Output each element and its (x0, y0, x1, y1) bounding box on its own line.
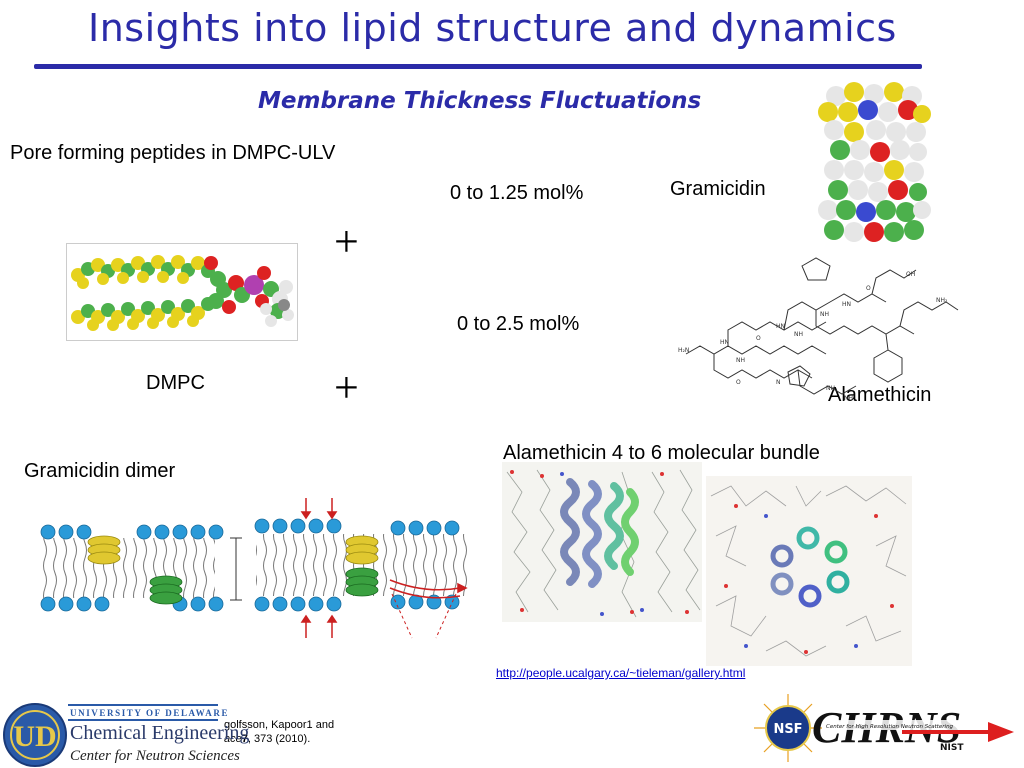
chrns-subtitle: Center for High Resolution Neutron Scatt… (826, 724, 954, 730)
svg-text:O: O (756, 335, 761, 342)
svg-text:HN: HN (776, 323, 785, 330)
svg-text:HN: HN (842, 301, 851, 308)
svg-text:NH: NH (826, 385, 835, 392)
ud-seal-icon: UD (3, 703, 67, 767)
alamethicin-bundle-top-view (706, 476, 912, 666)
ud-letters: UD (13, 720, 56, 753)
svg-text:NH: NH (820, 311, 829, 318)
gramicidin-dimer-schematic (40, 498, 468, 639)
svg-text:H₂N: H₂N (678, 347, 689, 354)
svg-text:OH: OH (906, 271, 915, 278)
gramicidin-dimer-label: Gramicidin dimer (24, 460, 176, 482)
udel-department: Chemical Engineering (70, 722, 250, 744)
slide-subtitle: Membrane Thickness Fluctuations (258, 88, 702, 114)
alamethicin-label: Alamethicin (828, 384, 932, 406)
chrns-logo: NSF CHRNS Center for High Resolution Neu… (754, 694, 1014, 762)
svg-text:HN: HN (720, 339, 729, 346)
udel-university-name: UNIVERSITY OF DELAWARE (70, 708, 230, 718)
udel-rule-top (68, 704, 218, 706)
alamethicin-bundle-label: Alamethicin 4 to 6 molecular bundle (503, 442, 820, 464)
udel-center: Center for Neutron Sciences (70, 748, 240, 764)
plus-sign-1: + (334, 217, 359, 266)
tieleman-gallery-link[interactable]: http://people.ucalgary.ca/~tieleman/gall… (496, 666, 746, 680)
plus-sign-2: + (334, 363, 359, 412)
dmpc-label: DMPC (146, 372, 205, 394)
reference-volume: 7 (241, 733, 248, 745)
svg-text:O: O (736, 379, 741, 386)
svg-text:N: N (776, 379, 781, 386)
reference-pages: , 373 (2010). (247, 733, 311, 745)
svg-text:NH: NH (794, 331, 803, 338)
nsf-text: NSF (773, 722, 802, 737)
alamethicin-bundle-side-view (502, 462, 702, 622)
reference-journal: ace (224, 733, 242, 745)
gramicidin-molecule-image (818, 82, 931, 242)
svg-text:NH₂: NH₂ (936, 297, 948, 304)
udel-rule-bottom (68, 719, 218, 721)
intro-text: Pore forming peptides in DMPC-ULV (10, 142, 336, 164)
reference-line-1: golfsson, Kapoor1 and (224, 719, 335, 731)
reference-citation: golfsson, Kapoor1 and ace7, 373 (2010). (224, 718, 334, 746)
gramicidin-label: Gramicidin (670, 178, 766, 200)
title-rule (34, 64, 922, 69)
dmpc-molecule-image (66, 243, 298, 341)
alamethicin-concentration: 0 to 2.5 mol% (457, 313, 580, 335)
slide-title: Insights into lipid structure and dynami… (88, 6, 897, 50)
svg-text:O: O (866, 285, 871, 292)
nist-text: NIST (940, 743, 964, 753)
gramicidin-concentration: 0 to 1.25 mol% (450, 182, 584, 204)
svg-text:NH: NH (844, 395, 853, 402)
svg-text:NH: NH (736, 357, 745, 364)
alamethicin-structure-image: H₂N HN NH O HN NH NH HN O OH NH₂ NH O N NH (678, 257, 959, 402)
udel-logo: UD UNIVERSITY OF DELAWARE Chemical Engin… (0, 700, 249, 768)
